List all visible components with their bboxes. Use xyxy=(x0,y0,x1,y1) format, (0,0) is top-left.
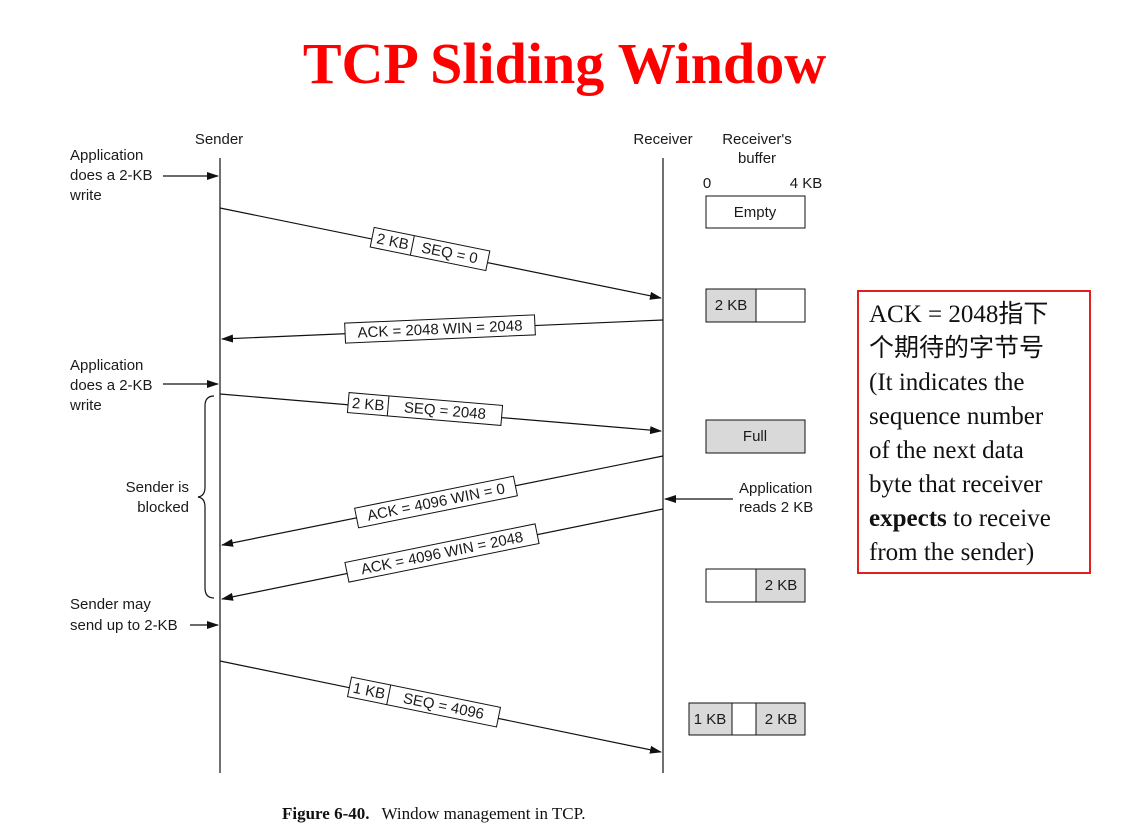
figure-caption: Figure 6-40. Window management in TCP. xyxy=(282,804,585,823)
buffer-final-label-a: 1 KB xyxy=(694,711,727,728)
app-write2-line2: does a 2-KB xyxy=(70,377,153,394)
blocked-brace xyxy=(197,395,215,599)
buffer-header-line1: Receiver's xyxy=(722,131,792,148)
note-expects-bold: expects xyxy=(869,505,947,532)
receiver-header: Receiver xyxy=(633,131,692,148)
caption-text: Window management in TCP. xyxy=(382,804,586,823)
sender-header: Sender xyxy=(195,131,243,148)
segment2-seq: SEQ = 2048 xyxy=(403,399,486,423)
app-write1-line3: write xyxy=(69,187,102,204)
segment3-size: 1 KB xyxy=(351,680,386,703)
segment1-label: 2 KB SEQ = 0 xyxy=(369,226,491,272)
app-reads-line1: Application xyxy=(739,480,812,497)
segment2-label: 2 KB SEQ = 2048 xyxy=(346,392,504,426)
app-write2-line3: write xyxy=(69,397,102,414)
segment1-size: 2 KB xyxy=(375,230,410,253)
ack3-label: ACK = 4096 WIN = 2048 xyxy=(344,523,540,583)
buffer-header-line2: buffer xyxy=(738,150,776,167)
ack1-label: ACK = 2048 WIN = 2048 xyxy=(344,314,536,344)
ack-explanation-note: ACK = 2048指下 个期待的字节号 (It indicates the s… xyxy=(857,290,1091,574)
app-write1-line1: Application xyxy=(70,147,143,164)
sender-blocked-line2: blocked xyxy=(137,499,189,516)
note-line7-rest: to receive xyxy=(946,505,1051,532)
buffer-half: 2 KB xyxy=(705,288,806,323)
buffer-scale-min: 0 xyxy=(703,175,711,192)
buffer-freed: 2 KB xyxy=(705,568,806,603)
note-line4: sequence number xyxy=(869,403,1044,430)
sender-may-line2: send up to 2-KB xyxy=(70,617,178,634)
segment3-seq: SEQ = 4096 xyxy=(402,690,486,723)
note-line7: expects to receive xyxy=(869,502,1079,536)
note-line3: (It indicates the xyxy=(869,369,1025,396)
note-line6: byte that receiver xyxy=(869,471,1043,498)
sender-blocked-line1: Sender is xyxy=(126,479,189,496)
sender-may-line1: Sender may xyxy=(70,596,151,613)
app-write1-line2: does a 2-KB xyxy=(70,167,153,184)
buffer-full-label: Full xyxy=(743,428,767,445)
slide-title: TCP Sliding Window xyxy=(302,31,827,96)
note-line5: of the next data xyxy=(869,437,1024,464)
ack2-label: ACK = 4096 WIN = 0 xyxy=(354,475,518,529)
caption-figure-number: Figure 6-40. xyxy=(282,804,370,823)
buffer-empty-label: Empty xyxy=(734,204,777,221)
note-line2: 个期待的字节号 xyxy=(869,335,1045,362)
buffer-freed-label: 2 KB xyxy=(765,577,798,594)
buffer-scale-max: 4 KB xyxy=(790,175,823,192)
segment3-label: 1 KB SEQ = 4096 xyxy=(346,676,502,728)
segment2-size: 2 KB xyxy=(351,395,385,415)
buffer-empty: Empty xyxy=(705,195,806,229)
app-reads-line2: reads 2 KB xyxy=(739,499,813,516)
buffer-final-label-b: 2 KB xyxy=(765,711,798,728)
buffer-final: 1 KB 2 KB xyxy=(688,702,806,736)
app-write2-line1: Application xyxy=(70,357,143,374)
buffer-full: Full xyxy=(705,419,806,454)
note-line1: ACK = 2048指下 xyxy=(869,301,1049,328)
ack3-text: ACK = 4096 WIN = 2048 xyxy=(360,529,525,579)
note-line8: from the sender) xyxy=(869,539,1035,566)
buffer-half-label: 2 KB xyxy=(715,297,748,314)
